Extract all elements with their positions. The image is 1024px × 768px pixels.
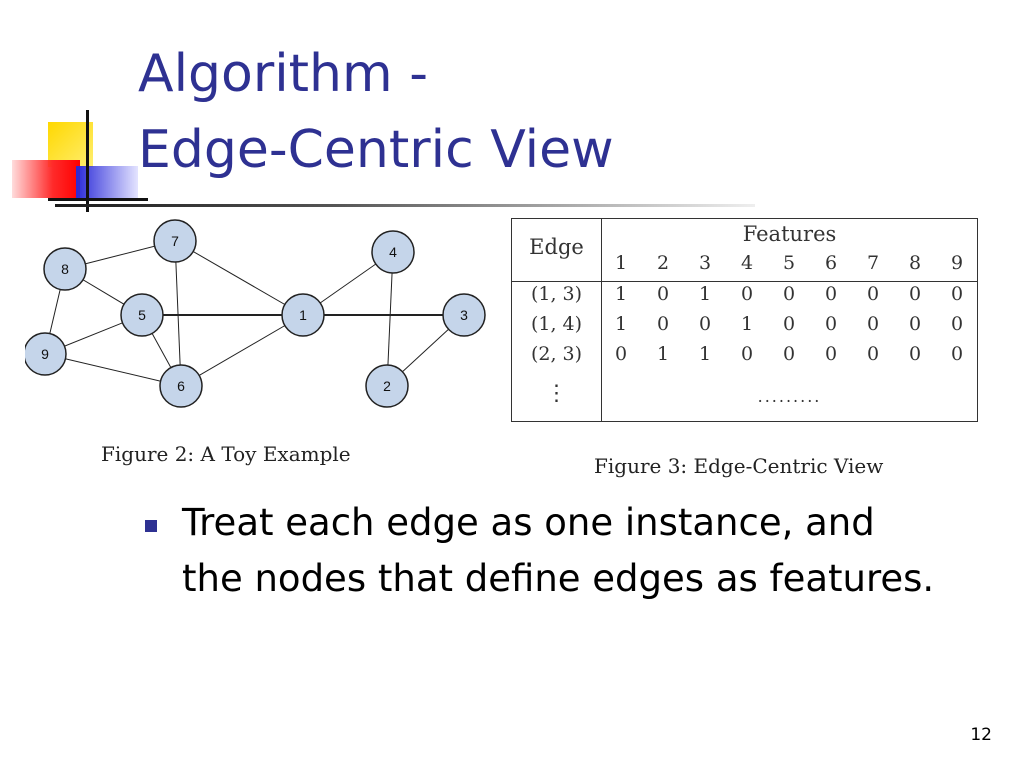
graph-node-label: 5 <box>138 307 146 323</box>
graph-node-circle <box>120 293 164 337</box>
table-column-divider <box>601 219 602 421</box>
graph-node-circle <box>442 293 486 337</box>
feature-number: 3 <box>698 252 712 274</box>
bullet-text-line1: Treat each edge as one instance, and <box>182 501 875 544</box>
graph-node-label: 9 <box>41 346 49 362</box>
table-cell-value: 0 <box>908 343 922 365</box>
graph-nodes: 1 2 3 4 5 6 7 8 9 <box>25 219 486 408</box>
graph-node-7: 7 <box>153 219 197 263</box>
bullet-text-line2: the nodes that define edges as features. <box>182 557 935 600</box>
table-cell-value: 0 <box>740 343 754 365</box>
table-cell-value: 0 <box>740 283 754 305</box>
graph-node-circle <box>281 293 325 337</box>
corner-decoration <box>0 100 150 215</box>
toy-graph: 1 2 3 4 5 6 7 8 9 <box>25 219 486 408</box>
figure3-caption: Figure 3: Edge-Centric View <box>594 454 884 478</box>
feature-number: 4 <box>740 252 754 274</box>
table-cell-value: 0 <box>698 313 712 335</box>
table-cell-value: 0 <box>950 343 964 365</box>
table-cell-value: 0 <box>824 343 838 365</box>
graph-node-label: 8 <box>61 261 69 277</box>
graph-node-label: 7 <box>171 233 179 249</box>
feature-number: 1 <box>614 252 628 274</box>
graph-node-label: 2 <box>383 378 391 394</box>
graph-node-4: 4 <box>371 230 415 274</box>
table-cell-value: 0 <box>908 283 922 305</box>
table-cell-value: 1 <box>698 343 712 365</box>
graph-edge-2-4 <box>386 251 394 387</box>
graph-node-circle <box>371 230 415 274</box>
graph-edge-6-9 <box>44 353 182 387</box>
graph-node-1: 1 <box>281 293 325 337</box>
table-cell-value: 0 <box>656 283 670 305</box>
feature-number: 7 <box>866 252 880 274</box>
bullet-marker <box>145 520 157 532</box>
graph-node-circle <box>43 247 87 291</box>
graph-node-8: 8 <box>43 247 87 291</box>
table-vdots: ⋮ <box>545 381 568 406</box>
table-row-edge: (1, 3) <box>530 283 583 305</box>
graph-node-label: 6 <box>177 378 185 394</box>
table-cell-value: 0 <box>614 343 628 365</box>
graph-node-circle <box>159 364 203 408</box>
feature-number: 6 <box>824 252 838 274</box>
graph-node-circle <box>25 332 67 376</box>
feature-number: 8 <box>908 252 922 274</box>
table-cell-value: 0 <box>656 313 670 335</box>
table-cell-value: 1 <box>614 313 628 335</box>
edge-centric-table: Edge Features 1 2 3 4 5 6 7 8 9 (1, 3) 1 0 1 0 0 0 0 0 0 (… <box>511 218 978 422</box>
graph-node-label: 3 <box>460 307 468 323</box>
graph-node-3: 3 <box>442 293 486 337</box>
title-underline <box>55 204 755 207</box>
feature-number: 5 <box>782 252 796 274</box>
table-features-header: Features <box>742 222 837 246</box>
table-cell-value: 0 <box>824 313 838 335</box>
graph-edge-6-7 <box>174 240 182 387</box>
graph-node-label: 4 <box>389 244 397 260</box>
table-cell-value: 0 <box>782 313 796 335</box>
graph-edge-1-7 <box>174 240 304 316</box>
slide-title-line1: Algorithm - <box>138 44 428 104</box>
deco-red-square <box>12 160 80 198</box>
table-cell-value: 0 <box>866 343 880 365</box>
table-cell-value: 0 <box>824 283 838 305</box>
table-cell-value: 0 <box>782 283 796 305</box>
slide-title-line2: Edge-Centric View <box>138 120 614 180</box>
table-edge-header: Edge <box>529 235 584 259</box>
graph-node-circle <box>153 219 197 263</box>
table-cell-value: 0 <box>908 313 922 335</box>
table-cell-value: 0 <box>866 283 880 305</box>
graph-node-label: 1 <box>299 307 307 323</box>
graph-edge-1-6 <box>180 314 304 387</box>
deco-horizontal-line <box>48 198 148 201</box>
table-cell-value: 0 <box>782 343 796 365</box>
table-row-edge: (2, 3) <box>530 343 583 365</box>
feature-number: 2 <box>656 252 670 274</box>
table-row-edge: (1, 4) <box>530 313 583 335</box>
table-cell-value: 0 <box>950 283 964 305</box>
table-cell-value: 0 <box>950 313 964 335</box>
table-ellipsis: ......... <box>757 387 822 406</box>
table-cell-value: 1 <box>614 283 628 305</box>
page-number: 12 <box>970 725 992 745</box>
feature-number: 9 <box>950 252 964 274</box>
graph-node-2: 2 <box>365 364 409 408</box>
deco-vertical-line <box>86 110 89 212</box>
table-cell-value: 1 <box>698 283 712 305</box>
table-cell-value: 0 <box>866 313 880 335</box>
table-cell-value: 1 <box>740 313 754 335</box>
deco-yellow-square <box>48 122 93 167</box>
graph-node-6: 6 <box>159 364 203 408</box>
table-header-divider <box>512 281 977 282</box>
table-cell-value: 1 <box>656 343 670 365</box>
figure2-caption: Figure 2: A Toy Example <box>101 442 351 466</box>
graph-node-9: 9 <box>25 332 67 376</box>
graph-node-circle <box>365 364 409 408</box>
graph-node-5: 5 <box>120 293 164 337</box>
